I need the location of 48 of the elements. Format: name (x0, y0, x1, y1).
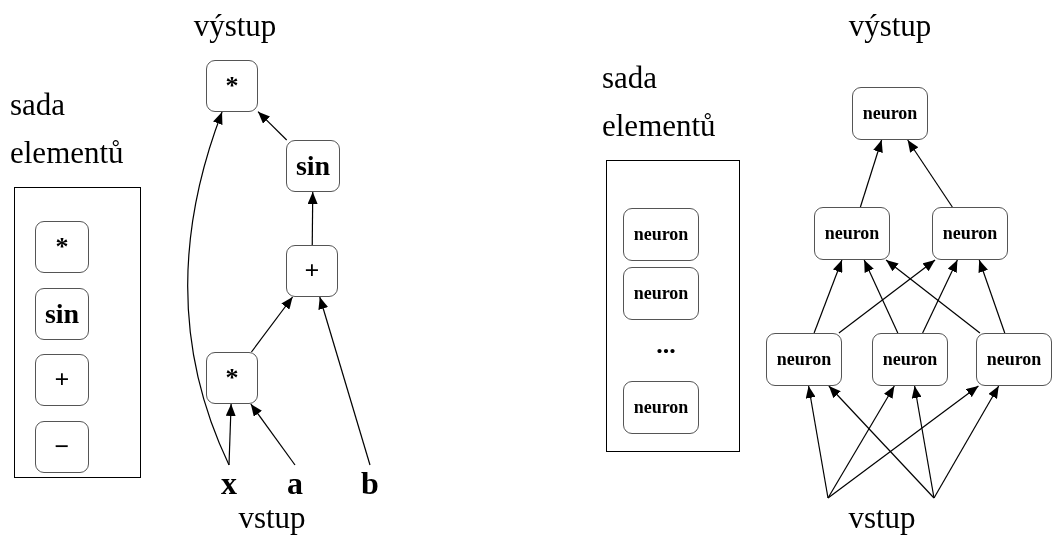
io-label: výstup (848, 8, 932, 44)
arrow (828, 385, 935, 499)
element-box: neuron (623, 267, 699, 320)
arrow (250, 296, 294, 353)
element-box: neuron (932, 207, 1008, 260)
arrow (863, 259, 899, 334)
arrow (257, 111, 288, 141)
io-label: výstup (193, 8, 277, 44)
variable-label: a (280, 465, 310, 501)
arrow (307, 191, 318, 246)
element-box: neuron (623, 208, 699, 261)
element-box: neuron (852, 87, 928, 140)
arrow (907, 139, 953, 208)
arrow (827, 385, 895, 499)
element-box: neuron (623, 381, 699, 434)
arrow (318, 296, 371, 466)
arrow (859, 139, 883, 208)
arrow (187, 111, 230, 466)
arrow (250, 403, 296, 466)
panel-heading: sada elementů (10, 85, 125, 172)
ellipsis-label: ... (656, 330, 676, 360)
element-box: neuron (766, 333, 842, 386)
panel-heading: sada elementů (602, 58, 717, 145)
arrow (978, 259, 1006, 334)
arrow (911, 385, 935, 499)
element-box: sin (35, 288, 89, 340)
element-box: * (206, 60, 258, 112)
arrow (922, 259, 958, 334)
variable-label: b (355, 465, 385, 501)
element-box: * (35, 221, 89, 273)
element-box: + (286, 245, 338, 297)
arrow (885, 259, 981, 334)
element-box: − (35, 421, 89, 473)
element-box: neuron (814, 207, 890, 260)
io-label: vstup (238, 500, 306, 536)
arrow (805, 385, 829, 499)
arrow (933, 385, 1000, 499)
arrow (225, 403, 236, 466)
variable-label: x (214, 465, 244, 501)
arrow (827, 385, 979, 499)
io-label: vstup (848, 500, 916, 536)
element-box: neuron (976, 333, 1052, 386)
element-box: + (35, 354, 89, 406)
element-box: neuron (872, 333, 948, 386)
element-box: * (206, 352, 258, 404)
arrow (838, 259, 936, 334)
element-box: sin (286, 140, 340, 192)
arrow (813, 259, 843, 334)
